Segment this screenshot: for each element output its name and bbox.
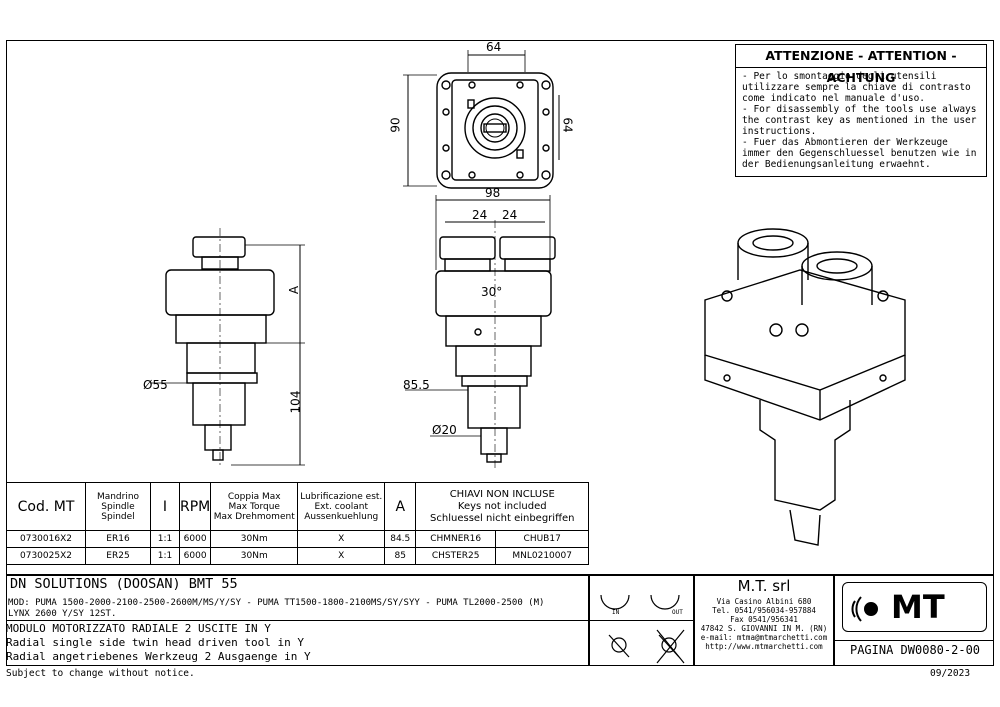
cell-spindle: ER16	[85, 530, 151, 548]
rotation-in-icon	[600, 594, 630, 610]
cell-torque: 30Nm	[210, 530, 299, 548]
side-view	[150, 228, 305, 468]
cell-coolant: X	[297, 530, 386, 548]
table-row: 0730016X2 ER16 1:1 6000 30Nm X 84.5 CHMN…	[6, 530, 590, 548]
warning-item-de: - Fuer das Abmontieren der Werkzeuge imm…	[742, 137, 977, 170]
dim-offset: 85.5	[403, 378, 430, 392]
iso-view	[704, 228, 906, 546]
models-line: MOD: PUMA 1500-2000-2100-2500-2600M/MS/Y…	[8, 598, 545, 608]
divider	[6, 620, 588, 621]
in-label: IN	[612, 609, 620, 616]
logo-mark-icon	[851, 596, 878, 622]
cell-key2: MNL0210007	[495, 547, 590, 565]
warning-box: ATTENZIONE - ATTENTION - ACHTUNG - Per l…	[735, 44, 987, 177]
warning-item-it: - Per lo smontaggio degli utensili utili…	[742, 71, 971, 104]
company-fax: Fax 0541/956341	[730, 615, 798, 624]
th-spindle: Mandrino Spindle Spindel	[85, 482, 151, 531]
divider	[588, 620, 693, 621]
divider	[693, 574, 695, 666]
page-number: PAGINA DW0080-2-00	[849, 643, 981, 657]
th-coolant: Lubrificazione est. Ext. coolant Aussenk…	[297, 482, 386, 531]
cell-ratio: 1:1	[150, 547, 180, 565]
dim-length: 104	[288, 390, 303, 414]
cell-a: 84.5	[384, 530, 417, 548]
footer-date: 09/2023	[930, 668, 971, 679]
description-de: Radial angetriebenes Werkzeug 2 Ausgaeng…	[6, 650, 311, 663]
title-block-top-border	[6, 574, 994, 576]
th-rpm: RPM	[178, 482, 212, 531]
cell-key1: CHMNER16	[415, 530, 497, 548]
machine-title: DN SOLUTIONS (DOOSAN) BMT 55	[10, 576, 238, 592]
drawing-frame	[6, 40, 994, 666]
cell-a: 85	[384, 547, 417, 565]
rotation-symbols	[600, 594, 685, 664]
spec-table: Cod. MT Mandrino Spindle Spindel I RPM C…	[6, 482, 590, 565]
company-address: Via Casino Albini 680	[716, 597, 812, 606]
warning-item-en: - For disassembly of the tools use alway…	[742, 104, 977, 137]
warning-title: ATTENZIONE - ATTENTION - ACHTUNG	[736, 45, 986, 85]
cell-cod: 0730016X2	[6, 530, 86, 548]
divider	[833, 574, 835, 666]
dim-front-width: 98	[485, 186, 501, 200]
th-ratio: I	[150, 482, 180, 531]
description-it: MODULO MOTORIZZATO RADIALE 2 USCITE IN Y	[6, 622, 271, 635]
table-row: 0730025X2 ER25 1:1 6000 30Nm X 85 CHSTER…	[6, 547, 590, 565]
dim-spacing-right: 24	[502, 208, 518, 222]
th-keys: CHIAVI NON INCLUSE Keys not included Sch…	[415, 482, 590, 531]
logo-text: MT	[891, 588, 945, 626]
dim-angle: 30°	[481, 285, 503, 299]
dim-a: A	[287, 285, 302, 295]
cell-torque: 30Nm	[210, 547, 299, 565]
company-web: http://www.mtmarchetti.com	[705, 642, 823, 651]
cell-cod: 0730025X2	[6, 547, 86, 565]
dim-spacing-left: 24	[472, 208, 488, 222]
cell-spindle: ER25	[85, 547, 151, 565]
top-view	[403, 50, 560, 189]
dim-diameter-shaft: Ø20	[432, 423, 457, 437]
cell-key2: CHUB17	[495, 530, 590, 548]
footer-subject: Subject to change without notice.	[6, 668, 195, 679]
th-cod: Cod. MT	[6, 482, 86, 531]
th-torque: Coppia Max Max Torque Max Drehmoment	[210, 482, 299, 531]
dim-top-width: 64	[486, 40, 502, 54]
dim-diameter-left: Ø55	[143, 378, 168, 392]
description-en: Radial single side twin head driven tool…	[6, 636, 305, 649]
company-email: e-mail: mtma@mtmarchetti.com	[700, 633, 828, 642]
cell-key1: CHSTER25	[415, 547, 497, 565]
rotation-out-icon	[650, 594, 680, 610]
front-view	[405, 195, 556, 470]
th-a: A	[384, 482, 417, 531]
cell-ratio: 1:1	[150, 530, 180, 548]
cell-coolant: X	[297, 547, 386, 565]
mt-logo: MT	[842, 582, 987, 632]
out-label: OUT	[672, 609, 683, 616]
cell-rpm: 6000	[178, 530, 212, 548]
models-line-2: LYNX 2600 Y/SY 12ST.	[8, 609, 117, 619]
company-city: 47842 S. GIOVANNI IN M. (RN)	[700, 624, 828, 633]
cell-rpm: 6000	[178, 547, 212, 565]
dim-top-inner: 64	[560, 117, 575, 133]
dim-top-height: 90	[388, 117, 403, 133]
divider	[833, 640, 994, 641]
company-tel: Tel. 0541/956034-957884	[712, 606, 816, 615]
company-name: M.T. srl	[737, 577, 791, 595]
